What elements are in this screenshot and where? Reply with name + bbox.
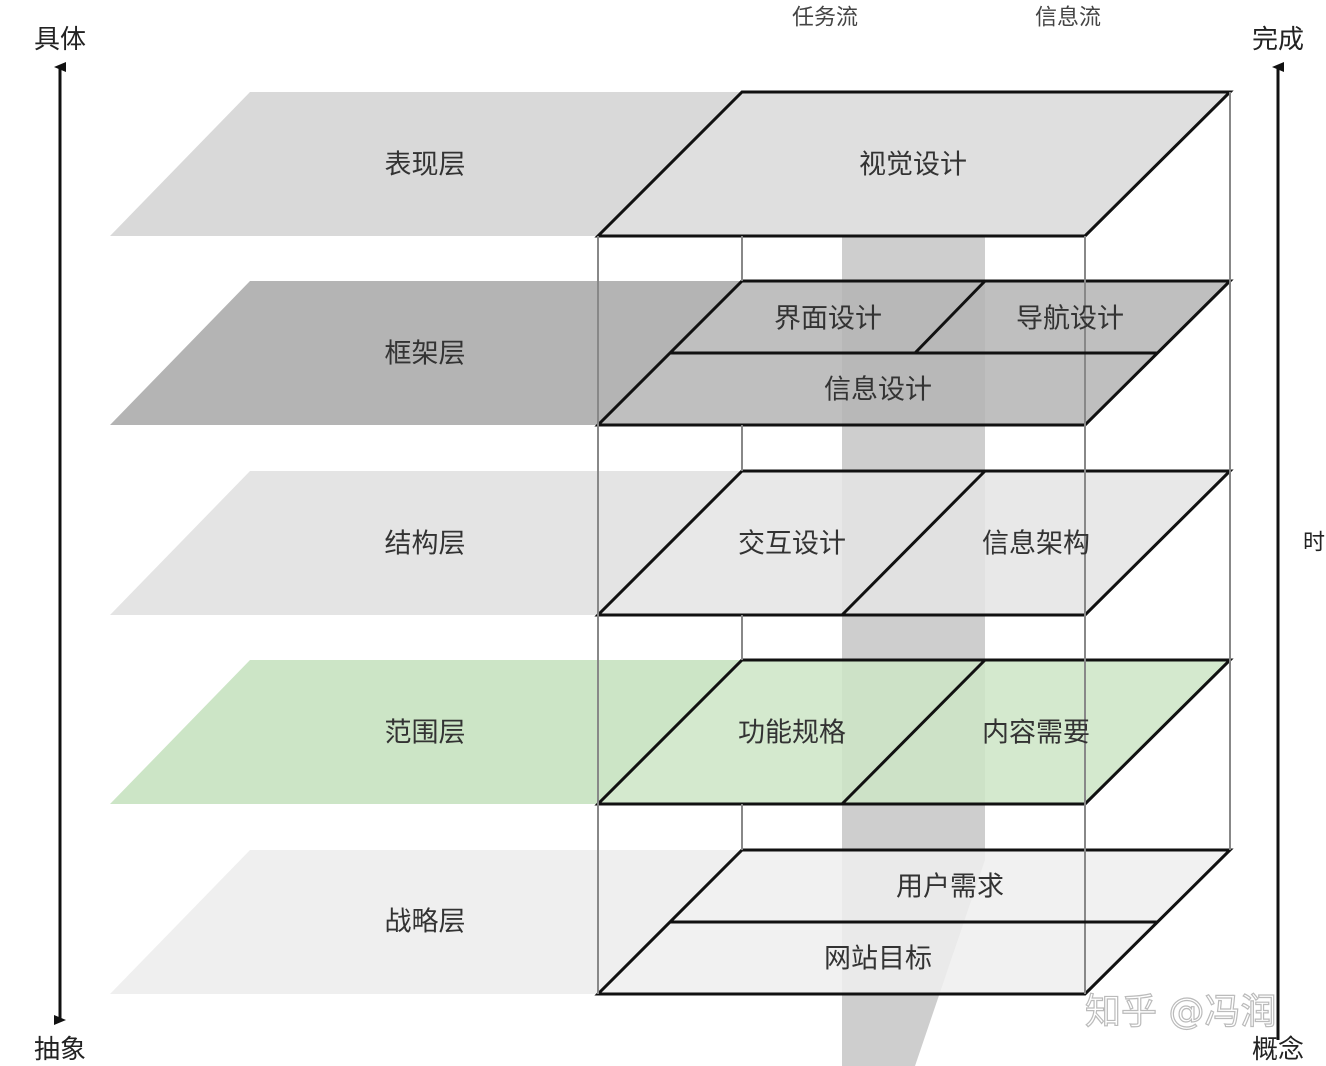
item-navigation-design: 导航设计 <box>1016 304 1124 335</box>
layer-label-skeleton: 框架层 <box>385 339 466 370</box>
task-flow-label: 任务流 <box>792 6 858 31</box>
axis-completion-label: 完成 <box>1252 25 1304 55</box>
layer-plane-left <box>110 850 742 994</box>
item-information-architecture: 信息架构 <box>982 529 1090 560</box>
layer-plane-left <box>110 281 742 425</box>
info-flow-label: 信息流 <box>1035 6 1101 31</box>
item-content-requirements: 内容需要 <box>982 718 1090 749</box>
item-user-needs: 用户需求 <box>896 872 1004 903</box>
axis-abstract-label: 抽象 <box>34 1035 86 1065</box>
item-interface-design: 界面设计 <box>774 304 882 335</box>
axis-conception-label: 概念 <box>1252 1035 1304 1065</box>
watermark: 知乎 @冯润 <box>1085 992 1276 1033</box>
item-information-design: 信息设计 <box>824 375 932 406</box>
layer-label-scope: 范围层 <box>385 718 466 749</box>
layer-dividers <box>670 279 1157 924</box>
item-visual-design: 视觉设计 <box>859 150 967 181</box>
layer-plane-left <box>110 660 742 804</box>
item-site-objectives: 网站目标 <box>824 944 932 975</box>
axis-time-label: 时 <box>1303 531 1325 556</box>
box-edges <box>597 92 1231 994</box>
axis-concrete-label: 具体 <box>34 25 86 55</box>
layer-label-strategy: 战略层 <box>385 907 466 938</box>
layer-label-surface: 表现层 <box>385 150 466 181</box>
layer-plane-left <box>110 92 742 236</box>
layer-plane-left <box>110 471 742 615</box>
item-interaction-design: 交互设计 <box>738 529 846 560</box>
layer-label-structure: 结构层 <box>385 529 466 560</box>
item-functional-spec: 功能规格 <box>738 718 846 749</box>
